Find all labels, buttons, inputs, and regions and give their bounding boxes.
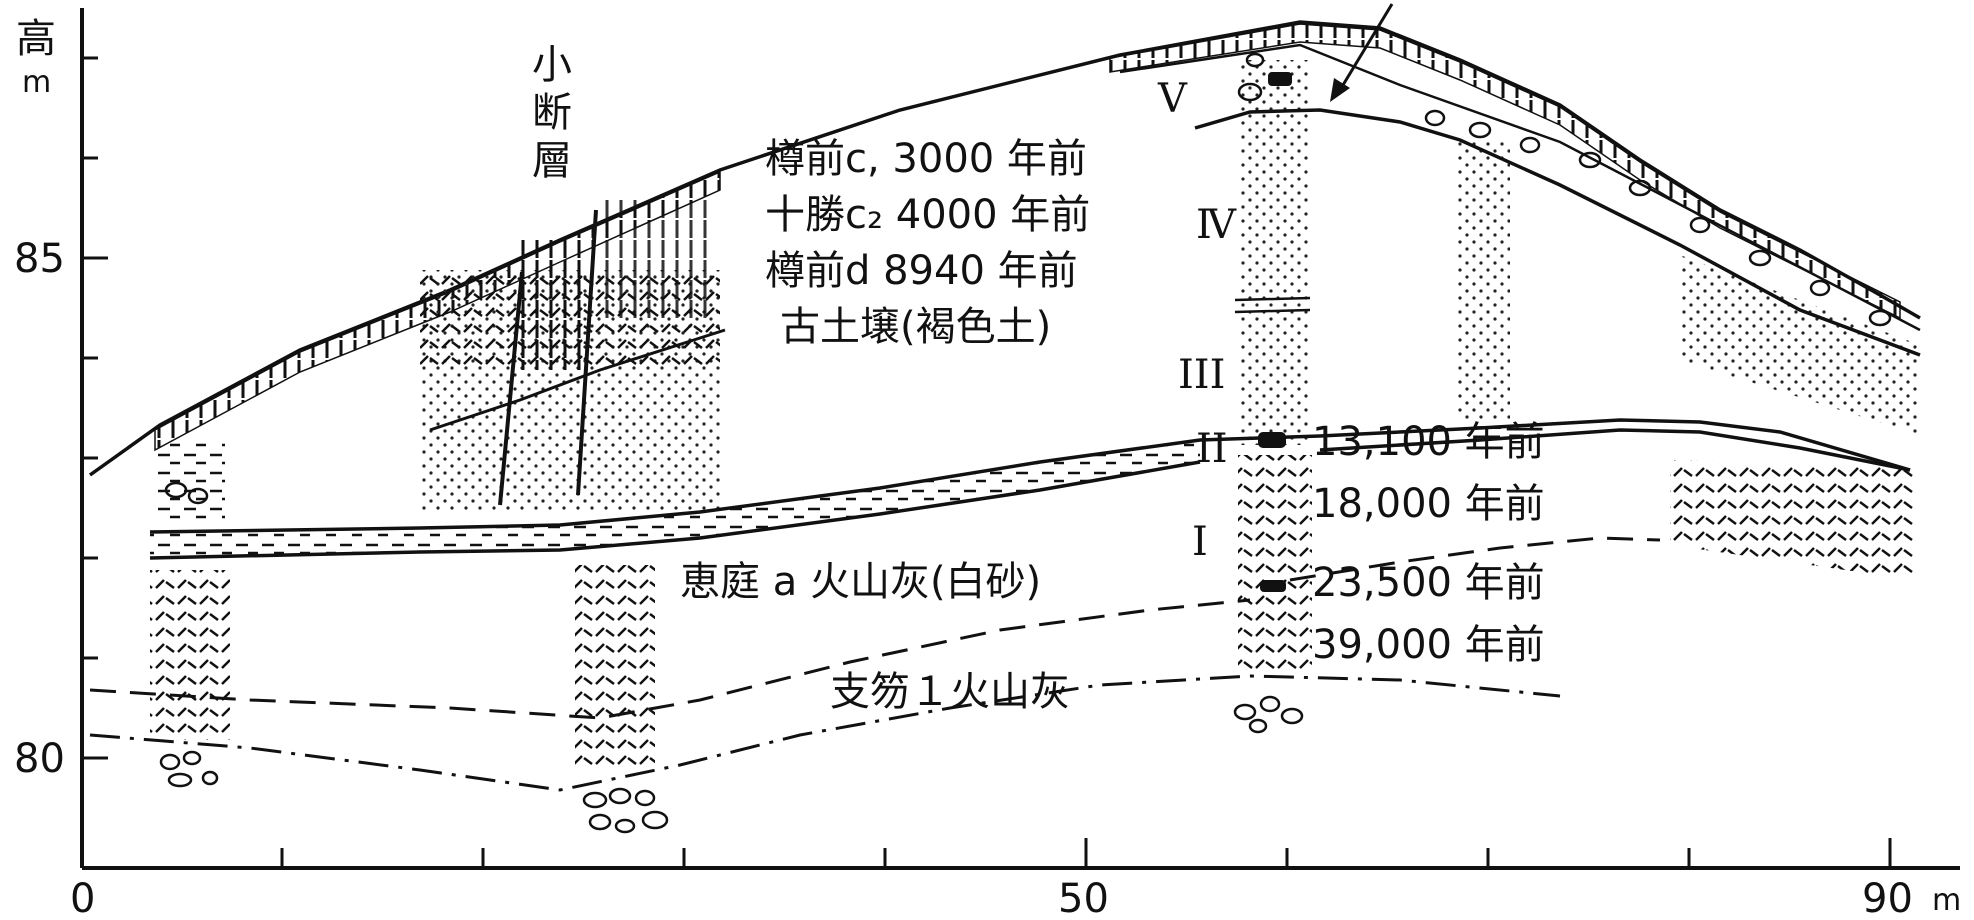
sample-marker-13100 <box>1258 432 1286 448</box>
tephra-legend-line-3: 樽前d 8940 年前 <box>765 248 1078 294</box>
x-tick-50: 50 <box>1058 876 1109 920</box>
boundary-V <box>1194 108 1921 357</box>
x-tick-marks <box>280 838 1892 868</box>
date-label-18000: 18,000 年前 <box>1312 481 1545 527</box>
eniwa-band-fill <box>150 440 1200 558</box>
unit-numeral-IV: Ⅳ <box>1196 202 1237 248</box>
fault-label: 小 断 層 <box>532 42 572 184</box>
y-tick-marks <box>82 56 108 760</box>
section-column-1 <box>150 440 230 788</box>
y-unit-m: m <box>22 65 51 100</box>
fault-label-char-1: 小 <box>532 42 572 88</box>
section-column-3-main <box>1233 52 1312 734</box>
fault-line-right <box>576 209 598 496</box>
eniwa-a-label: 恵庭 a 火山灰(白砂) <box>680 559 1041 605</box>
upper-right-layer <box>1319 428 1911 472</box>
axes: 高 m 85 80 0 50 90 m <box>14 8 1961 920</box>
x-tick-0: 0 <box>70 876 95 920</box>
dashed-boundary-right <box>1289 536 1661 582</box>
y-unit-high: 高 <box>16 16 56 62</box>
ground-surface-line <box>88 20 1921 477</box>
topsoil-hatch-top <box>1109 23 1901 320</box>
shikotsu-1-line <box>89 674 1561 792</box>
fault-line-left <box>498 271 524 506</box>
fault-label-char-3: 層 <box>532 138 572 184</box>
date-label-39000: 39,000 年前 <box>1312 622 1545 668</box>
y-tick-85: 85 <box>14 236 65 282</box>
strata-lines <box>89 43 1921 792</box>
unit-numerals: V Ⅳ III II I <box>1157 76 1237 565</box>
shikotsu-1-label: 支笏１火山灰 <box>830 669 1070 715</box>
unit-numeral-III: III <box>1178 352 1225 398</box>
fault-label-char-2: 断 <box>532 90 572 136</box>
tephra-legend-line-1: 樽前c, 3000 年前 <box>765 136 1087 182</box>
sample-marker-23500 <box>1260 580 1286 592</box>
unit-numeral-II: II <box>1196 426 1228 472</box>
y-tick-80: 80 <box>14 736 65 782</box>
section-column-4 <box>1455 140 1510 420</box>
unit-numeral-I: I <box>1192 519 1208 565</box>
x-tick-90: 90 <box>1862 876 1913 920</box>
tephra-legend-line-4: 古土壌(褐色土) <box>780 304 1051 350</box>
tephra-legend: 樽前c, 3000 年前 十勝c₂ 4000 年前 樽前d 8940 年前 古土… <box>765 136 1090 350</box>
date-labels: 13,100 年前 18,000 年前 23,500 年前 39,000 年前 <box>1312 419 1545 668</box>
annotation-arrow <box>1330 3 1394 102</box>
section-column-5-right <box>1424 109 1920 580</box>
unit-numeral-V: V <box>1157 76 1188 122</box>
boundary-IV <box>1119 43 1921 332</box>
section-column-2-fault <box>420 200 726 834</box>
x-unit: m <box>1932 883 1961 918</box>
date-label-23500: 23,500 年前 <box>1312 560 1545 606</box>
date-label-13100: 13,100 年前 <box>1312 419 1545 465</box>
tephra-legend-line-2: 十勝c₂ 4000 年前 <box>765 192 1090 238</box>
dashed-boundary <box>89 598 1251 720</box>
